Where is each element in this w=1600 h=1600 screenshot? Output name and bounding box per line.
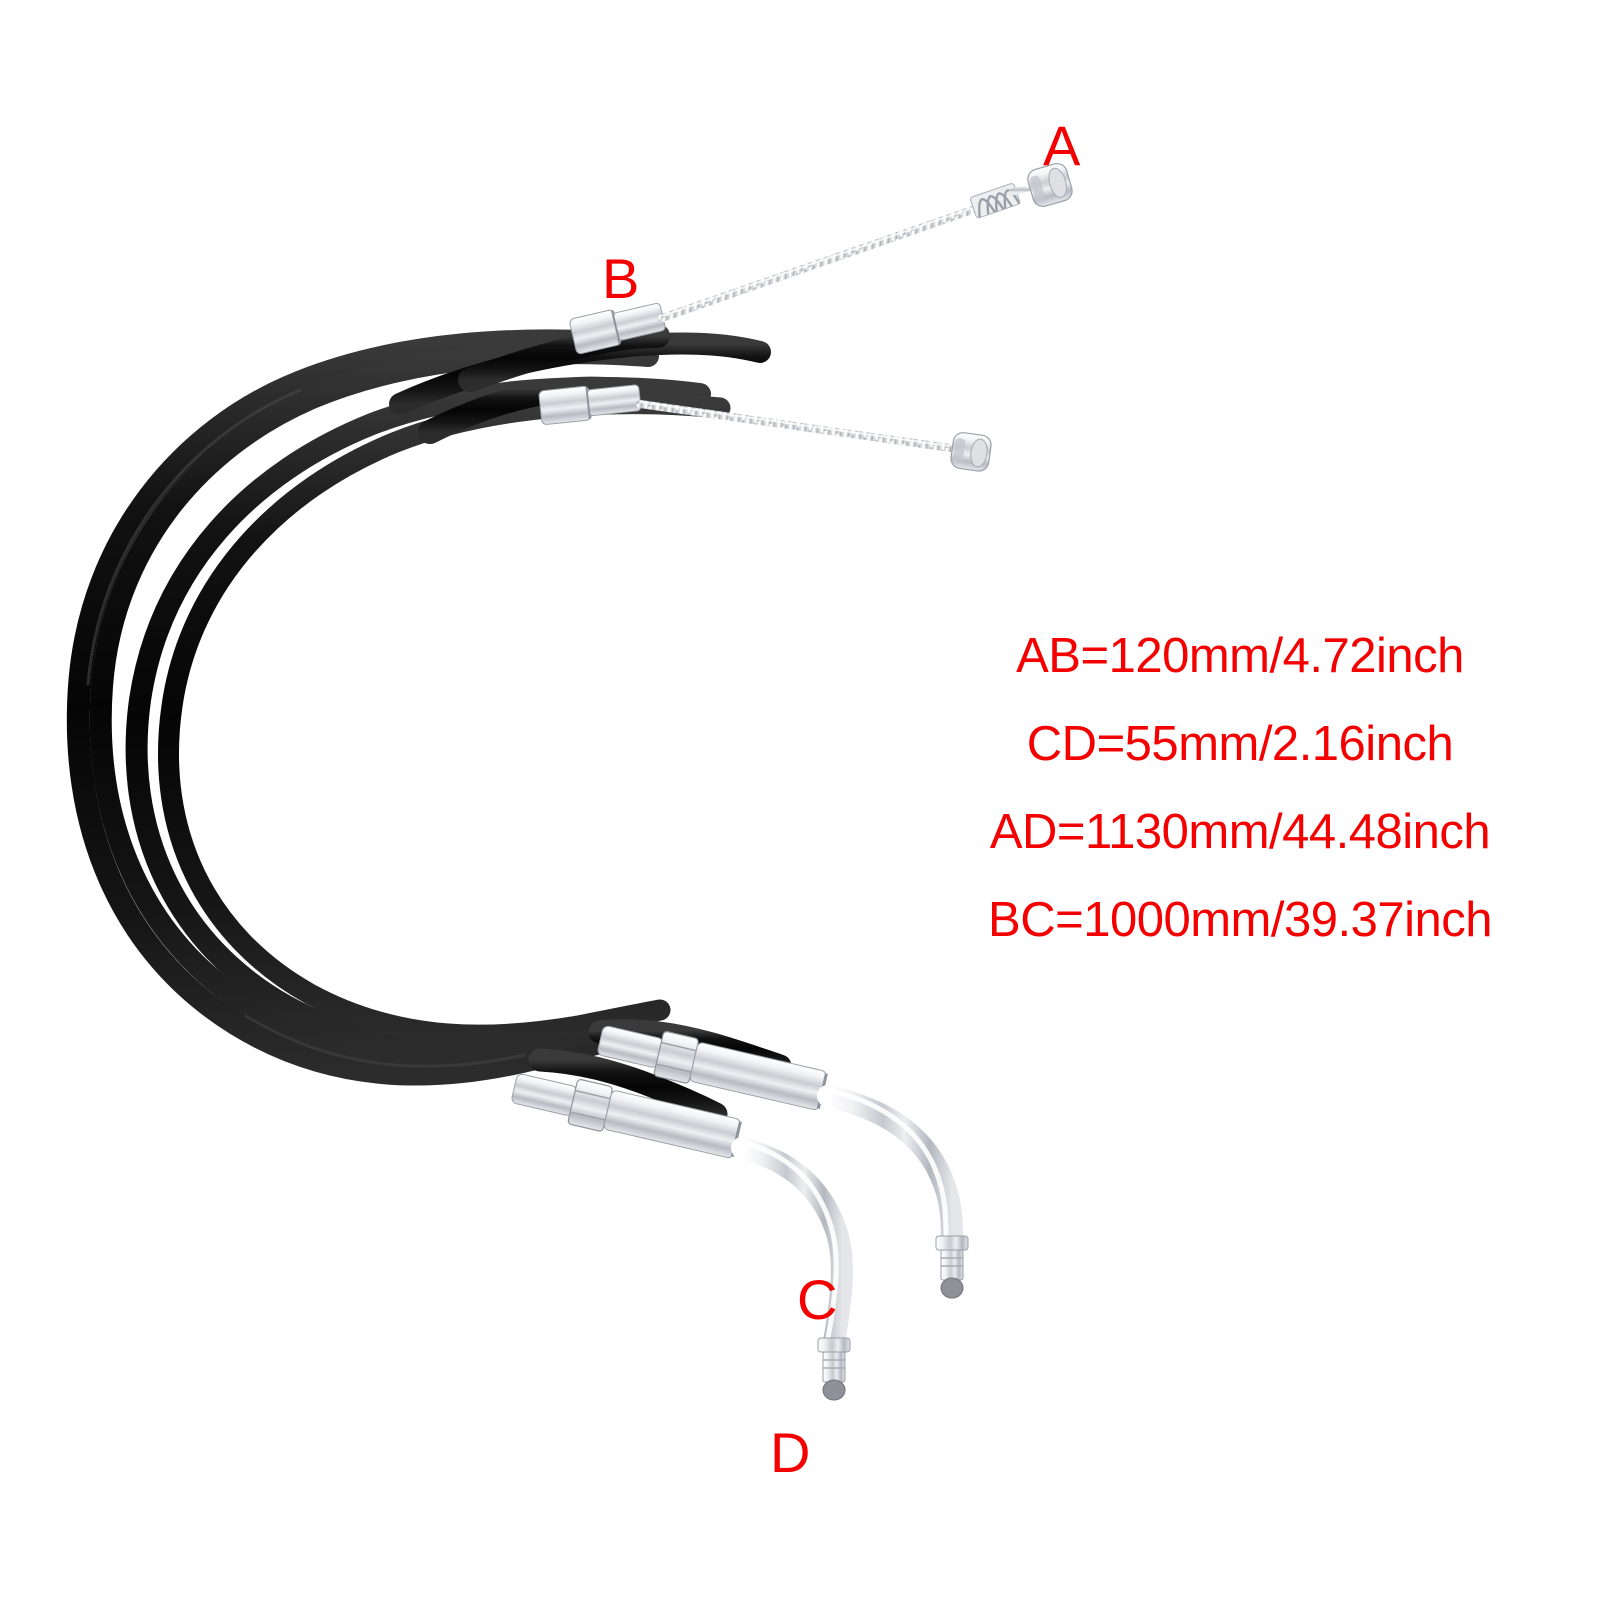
barrel-nipple-A (1027, 162, 1073, 208)
lower-cable-end-group (538, 384, 992, 472)
ferrule-2-collar (538, 385, 592, 425)
point-label-c: C (797, 1268, 838, 1331)
housing-tail-lower (528, 1048, 728, 1126)
adjuster-D-ferrule (511, 1073, 578, 1116)
housing-strand-1 (66, 329, 640, 1086)
elbow-tube-D (731, 1137, 853, 1353)
upper-wire-spring (970, 183, 1021, 219)
upper-cable-end-group (569, 162, 1073, 355)
dimension-spec-list: AB=120mm/4.72inch CD=55mm/2.16inch AD=11… (950, 612, 1530, 964)
cable-housing-group (66, 324, 792, 1126)
lower-inner-wire (636, 400, 954, 452)
elbow-tube-D-highlight (739, 1139, 839, 1341)
ferrule-2-barrel (586, 384, 642, 417)
tip-fitting-C (935, 1235, 969, 1299)
elbow-tube-C-highlight (825, 1087, 949, 1239)
elbow-assembly-D (511, 1073, 853, 1401)
housing-strand-3 (125, 376, 711, 1060)
lower-inner-wire-highlight (639, 401, 951, 447)
housing-sheen-2 (244, 1014, 526, 1068)
upper-inner-wire (658, 204, 982, 322)
ferrule-B-seam (611, 310, 621, 344)
spec-line-ab: AB=120mm/4.72inch (1016, 629, 1464, 683)
upper-inner-wire-highlight (661, 205, 979, 317)
ferrule-2-seam (585, 386, 591, 420)
tip-fitting-D (817, 1337, 851, 1401)
point-label-b: B (602, 247, 640, 310)
housing-sheen-1 (86, 388, 302, 686)
spec-line-ad: AD=1130mm/44.48inch (989, 805, 1491, 859)
point-label-d: D (770, 1421, 811, 1484)
barrel-nipple-2 (950, 432, 992, 472)
elbow-assembly-C (597, 1025, 969, 1299)
spec-line-cd: CD=55mm/2.16inch (1026, 717, 1454, 771)
point-label-a: A (1043, 114, 1081, 177)
spec-line-bc: BC=1000mm/39.37inch (988, 893, 1492, 947)
